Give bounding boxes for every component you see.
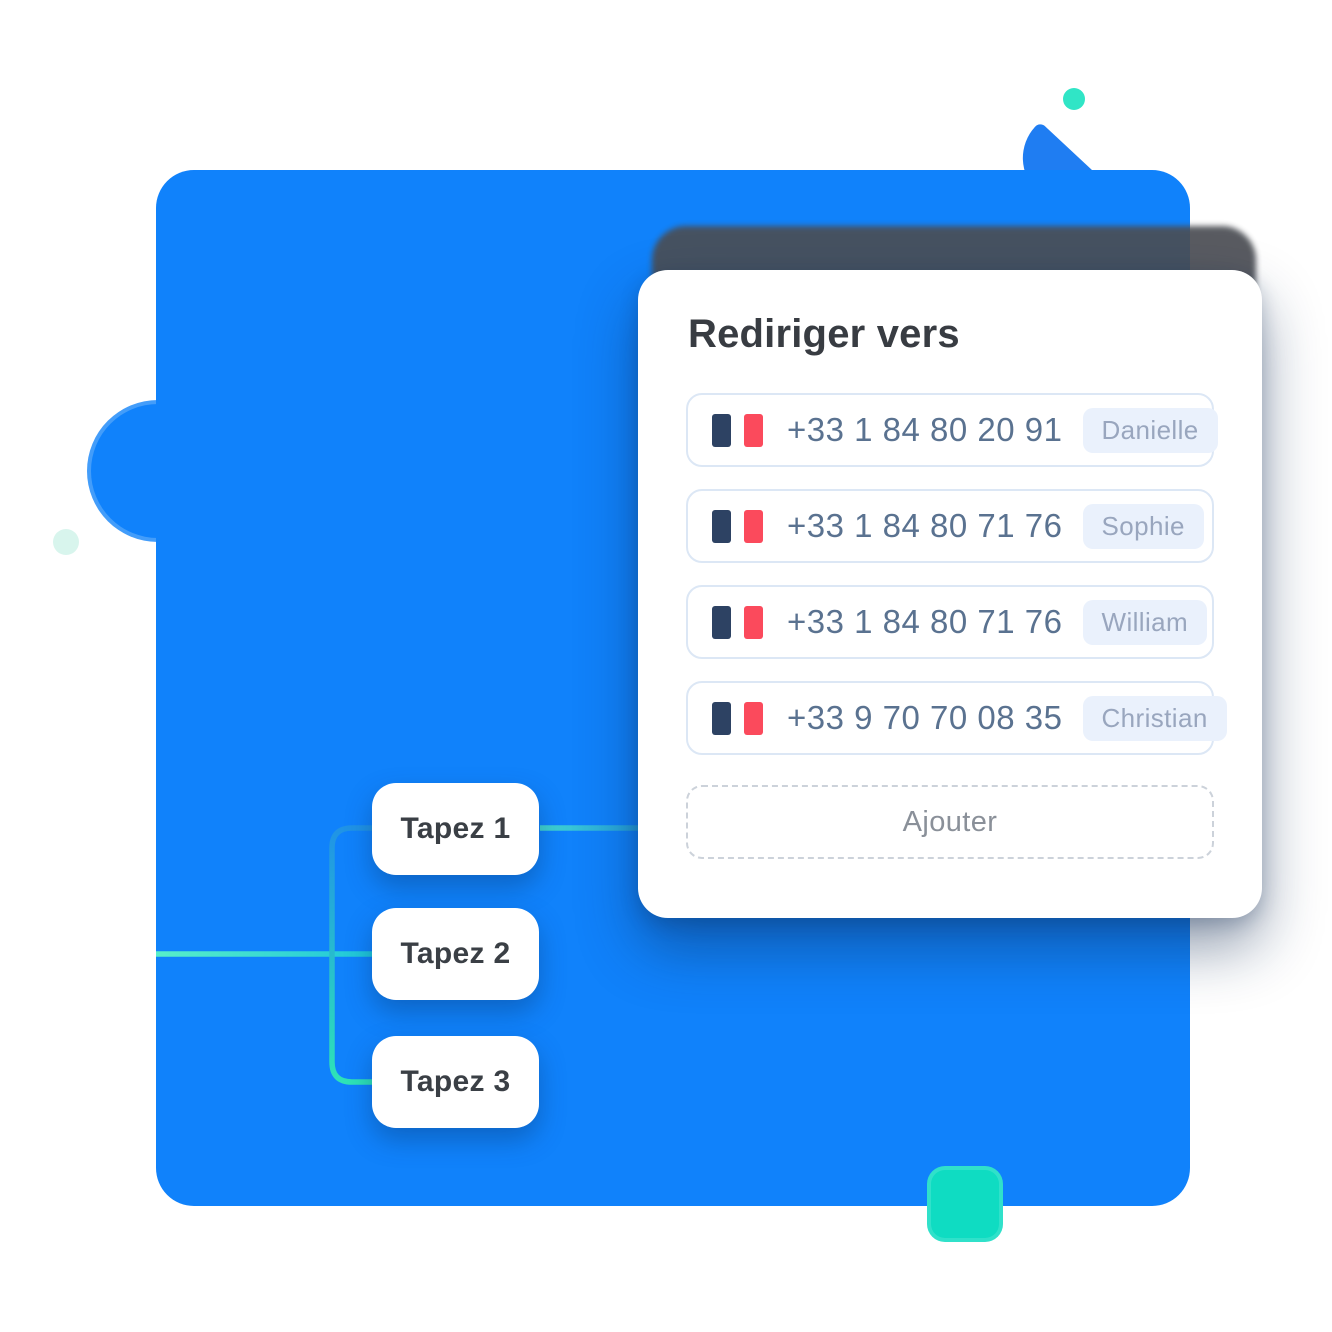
phone-list: +33 1 84 80 20 91 Danielle +33 1 84 80 7… <box>686 393 1227 859</box>
phone-number: +33 1 84 80 71 76 <box>787 507 1063 544</box>
phone-row[interactable]: +33 1 84 80 71 76 William <box>686 585 1214 659</box>
contact-name-badge: Sophie <box>1082 503 1204 549</box>
france-flag-icon <box>712 413 763 447</box>
teal-square <box>927 1166 1003 1242</box>
contact-name-badge: William <box>1082 599 1208 645</box>
france-flag-icon <box>712 605 763 639</box>
contact-name-badge: Christian <box>1082 695 1227 741</box>
phone-row[interactable]: +33 1 84 80 20 91 Danielle <box>686 393 1218 467</box>
line-trunk <box>329 825 374 1085</box>
phone-number: +33 1 84 80 71 76 <box>787 603 1063 640</box>
redirect-panel: Rediriger vers +33 1 84 80 20 91 Daniell… <box>638 270 1262 918</box>
phone-row[interactable]: +33 9 70 70 08 35 Christian <box>686 681 1227 755</box>
france-flag-icon <box>712 701 763 735</box>
phone-row[interactable]: +33 1 84 80 71 76 Sophie <box>686 489 1214 563</box>
france-flag-icon <box>712 509 763 543</box>
page-title: Rediriger vers <box>688 312 960 356</box>
mint-dot <box>53 529 79 555</box>
tapez-1-button[interactable]: Tapez 1 <box>372 783 539 875</box>
phone-number: +33 1 84 80 20 91 <box>787 411 1063 448</box>
add-number-button[interactable]: Ajouter <box>686 785 1214 859</box>
tapez-3-button[interactable]: Tapez 3 <box>372 1036 539 1128</box>
contact-name-badge: Danielle <box>1082 407 1218 453</box>
tapez-2-button[interactable]: Tapez 2 <box>372 908 539 1000</box>
teal-dot <box>1063 88 1085 110</box>
phone-number: +33 9 70 70 08 35 <box>787 699 1063 736</box>
